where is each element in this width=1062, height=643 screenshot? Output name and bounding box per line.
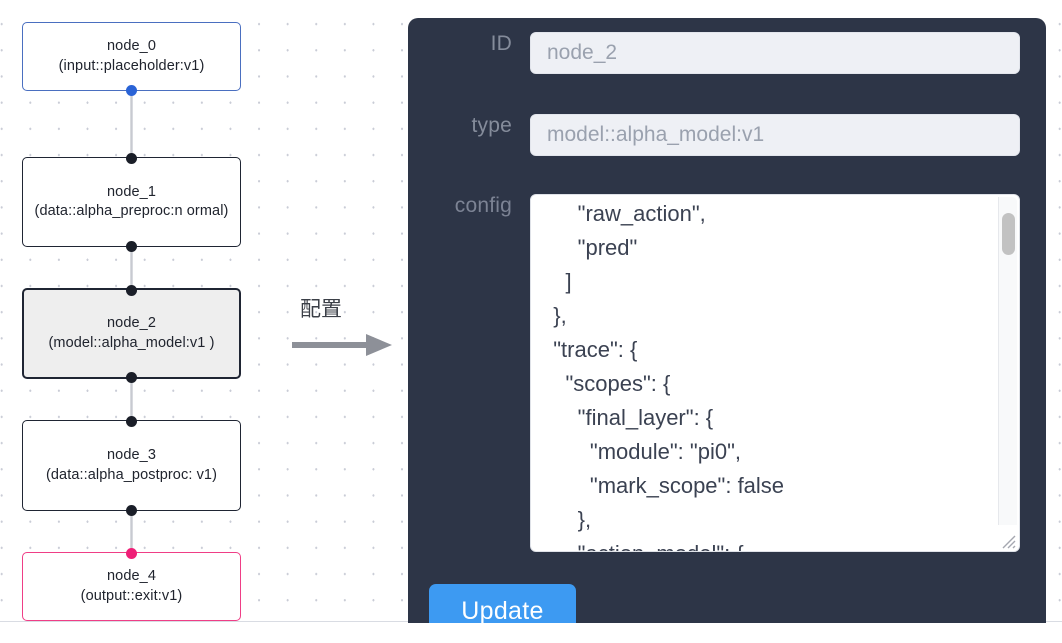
graph-node-subtitle: (data::alpha_preproc:n ormal): [34, 203, 229, 219]
update-button[interactable]: Update: [429, 584, 576, 623]
config-scrollbar-thumb[interactable]: [1002, 213, 1015, 255]
graph-node-title: node_4: [107, 568, 156, 584]
graph-node-node_1[interactable]: node_1(data::alpha_preproc:n ormal): [22, 152, 241, 252]
id-field-label: ID: [490, 32, 512, 55]
config-textarea-wrap: "raw_action", "pred" ] }, "trace": { "sc…: [530, 194, 1020, 552]
type-input[interactable]: model::alpha_model:v1: [530, 114, 1020, 156]
field-row-id: ID node_2: [408, 32, 1046, 74]
config-textarea[interactable]: "raw_action", "pred" ] }, "trace": { "sc…: [530, 194, 1020, 552]
resize-handle-icon[interactable]: [997, 530, 1017, 550]
graph-node-port-out[interactable]: [126, 84, 137, 96]
graph-node-title: node_0: [107, 38, 156, 54]
field-row-type: type model::alpha_model:v1: [408, 114, 1046, 156]
config-scrollbar[interactable]: [998, 197, 1017, 525]
graph-node-title: node_1: [107, 183, 156, 200]
graph-node-title: node_3: [107, 447, 156, 463]
annotation-config-arrow: 配置: [292, 296, 402, 366]
graph-node-node_3[interactable]: node_3(data::alpha_postproc: v1): [22, 415, 241, 516]
graph-node-subtitle: (model::alpha_model:v1 ): [48, 334, 215, 351]
graph-node-label: node_4(output::exit:v1): [31, 567, 232, 606]
graph-node-port-out[interactable]: [126, 371, 137, 383]
field-row-config: config "raw_action", "pred" ] }, "trace"…: [408, 194, 1046, 552]
graph-node-node_0[interactable]: node_0(input::placeholder:v1): [22, 22, 241, 96]
graph-node-label: node_3(data::alpha_postproc: v1): [31, 446, 232, 485]
type-field-label: type: [471, 114, 512, 137]
graph-node-subtitle: (data::alpha_postproc: v1): [45, 466, 218, 483]
graph-node-port-out[interactable]: [126, 504, 137, 516]
graph-node-label: node_0(input::placeholder:v1): [31, 37, 232, 76]
graph-node-label: node_2(model::alpha_model:v1 ): [32, 314, 231, 353]
graph-node-port-in[interactable]: [126, 284, 137, 296]
graph-node-node_2[interactable]: node_2(model::alpha_model:v1 ): [22, 284, 241, 383]
graph-node-subtitle: (output::exit:v1): [80, 587, 183, 604]
graph-node-subtitle: (input::placeholder:v1): [58, 57, 205, 74]
node-inspector-panel: ID node_2 type model::alpha_model:v1 con…: [408, 18, 1046, 623]
id-input[interactable]: node_2: [530, 32, 1020, 74]
graph-node-port-in[interactable]: [126, 547, 137, 559]
annotation-label: 配置: [300, 297, 342, 321]
right-arrow-icon: [292, 334, 392, 356]
graph-node-port-out[interactable]: [126, 240, 137, 252]
graph-node-title: node_2: [107, 315, 156, 331]
config-field-label: config: [454, 194, 512, 217]
config-textarea-value: "raw_action", "pred" ] }, "trace": { "sc…: [553, 201, 785, 551]
graph-node-label: node_1(data::alpha_preproc:n ormal): [31, 183, 232, 222]
graph-node-node_4[interactable]: node_4(output::exit:v1): [22, 547, 241, 621]
graph-node-port-in[interactable]: [126, 152, 137, 164]
graph-node-port-in[interactable]: [126, 415, 137, 427]
